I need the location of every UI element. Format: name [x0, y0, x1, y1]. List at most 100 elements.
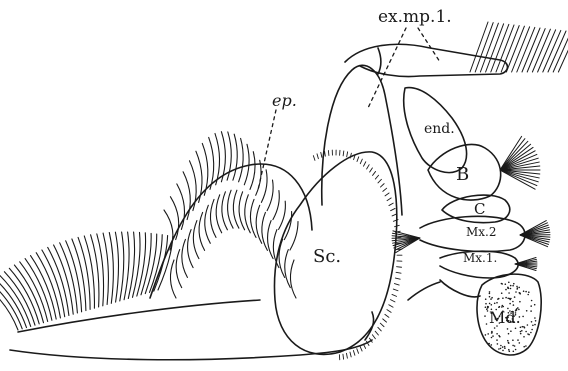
exopodite-stalk [322, 65, 402, 215]
seta [261, 170, 267, 203]
hair [353, 350, 354, 355]
stipple-dot [531, 329, 533, 331]
hair [389, 305, 393, 307]
seta [496, 25, 514, 72]
stipple-dot [508, 342, 510, 344]
stipple-dot [509, 299, 511, 301]
stipple-dot [522, 326, 524, 328]
stipple-dot [535, 320, 537, 322]
label-mx2: Mx.2 [466, 225, 497, 239]
stipple-dot [513, 351, 515, 353]
stipple-dot [500, 348, 502, 350]
stipple-dot [525, 291, 527, 293]
stipple-dot [530, 310, 532, 312]
stipple-dot [504, 346, 506, 348]
stipple-dot [532, 325, 534, 327]
stipple-dot [505, 297, 507, 299]
seta [506, 26, 524, 72]
seta [239, 192, 245, 230]
exopodite-joint [378, 48, 381, 74]
stipple-dot [490, 298, 492, 300]
hair [385, 314, 389, 317]
seta [182, 239, 188, 277]
label-sc: Sc. [313, 246, 341, 267]
seta [164, 210, 173, 250]
hair [347, 152, 348, 157]
seta [501, 26, 519, 72]
seta [72, 239, 86, 311]
stipple-dot [489, 296, 491, 298]
stipple-dot [489, 291, 491, 293]
seta [205, 205, 211, 243]
stipple-dot [505, 283, 507, 285]
stipple-dot [502, 346, 504, 348]
stipple-dot [516, 288, 518, 290]
hair [357, 349, 359, 354]
label-ep: ep. [272, 91, 297, 110]
stipple-dot [498, 348, 500, 350]
seta [512, 27, 530, 72]
connective-curve [365, 312, 374, 340]
leader-exmp-1 [368, 28, 406, 108]
hair [395, 278, 400, 279]
stipple-dot [512, 301, 514, 303]
hair [357, 157, 359, 162]
stipple-dot [502, 305, 504, 307]
seta [543, 30, 561, 72]
stipple-dot [512, 339, 514, 341]
setae-fringe [0, 232, 173, 330]
hair [387, 198, 391, 201]
stipple-dot [484, 315, 486, 317]
seta [239, 138, 244, 181]
stipple-dot [501, 292, 503, 294]
stipple-dot [507, 328, 509, 330]
stipple-dot [531, 300, 533, 302]
seta [517, 27, 535, 72]
seta [279, 201, 286, 229]
stipple-dot [513, 304, 515, 306]
hair [360, 346, 362, 351]
seta [209, 137, 214, 189]
hair [372, 335, 375, 339]
hair [383, 319, 387, 322]
maxilla-1-setae [515, 257, 537, 270]
stipple-dot [502, 297, 504, 299]
stipple-dot [514, 345, 516, 347]
seta [486, 24, 504, 72]
hair [390, 300, 394, 302]
seta [273, 191, 279, 220]
stipple-dot [522, 316, 524, 318]
stipple-dot [491, 304, 493, 306]
stipple-dot [518, 287, 520, 289]
stipple-dot [516, 286, 518, 288]
stipple-dot [492, 335, 494, 337]
hair [343, 354, 344, 359]
seta [491, 24, 509, 72]
stipple-dot [501, 283, 503, 285]
stipple-dot [489, 293, 491, 295]
hair [363, 162, 365, 166]
hair [367, 165, 370, 169]
seta [109, 233, 113, 304]
hair [389, 203, 393, 205]
seta [290, 260, 296, 298]
epipodite-lobe [150, 164, 312, 298]
seta [245, 195, 251, 233]
seta [250, 199, 256, 237]
hair [378, 179, 381, 183]
stipple-dot [491, 297, 493, 299]
stipple-dot [486, 308, 488, 310]
stipple-dot [504, 347, 506, 349]
hair [373, 171, 376, 175]
hair [391, 208, 395, 210]
stipple-dot [486, 323, 488, 325]
stipple-dot [512, 345, 514, 347]
hair [370, 168, 373, 172]
hair [387, 310, 391, 313]
hair [313, 156, 315, 161]
stipple-dot [491, 337, 493, 339]
stipple-dot [494, 303, 496, 305]
stipple-dot [519, 301, 521, 303]
stipple-dot [510, 288, 512, 290]
